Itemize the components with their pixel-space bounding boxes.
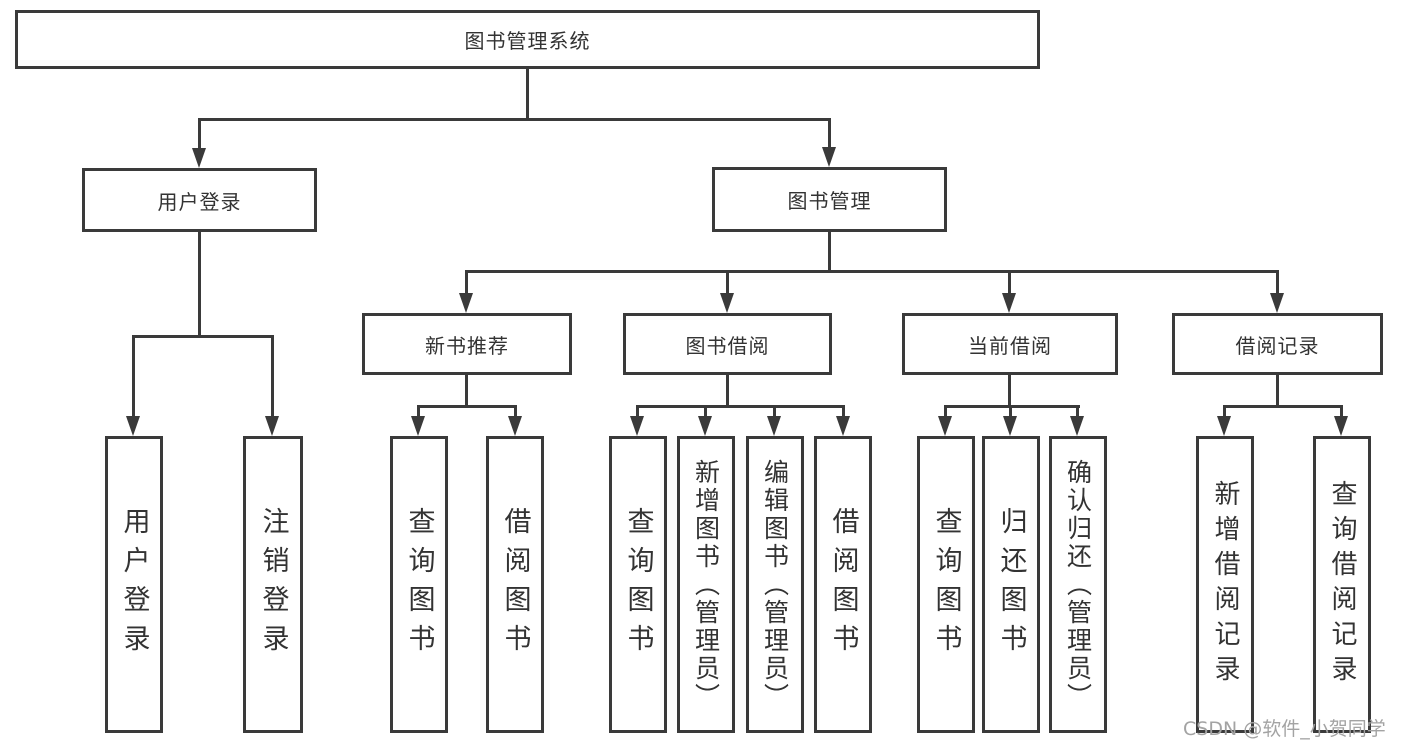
- leaf-logout: 注销登录: [243, 436, 303, 733]
- arrow-down-icon: [767, 416, 781, 436]
- connector-drop-leaf: [514, 405, 517, 418]
- connector-root-stem: [526, 69, 529, 121]
- node-label: 新书推荐: [425, 333, 509, 358]
- leaf-add-books-admin: 新增图书（管理员）: [677, 436, 735, 733]
- node-label: 当前借阅: [968, 333, 1052, 358]
- arrow-down-icon: [1217, 416, 1231, 436]
- node-label: 借阅记录: [1235, 333, 1320, 358]
- connector-drop-leaf: [704, 405, 707, 418]
- arrow-down-icon: [1003, 416, 1017, 436]
- leaf-borrow-books: 借阅图书: [486, 436, 544, 733]
- node-user-login: 用户登录: [82, 168, 317, 232]
- connector-drop-logout-leaf: [271, 335, 274, 418]
- connector-drop-leaf: [773, 405, 776, 418]
- arrow-down-icon: [411, 416, 425, 436]
- node-library-management-system: 图书管理系统: [15, 10, 1040, 69]
- connector-user-login-bar: [132, 335, 274, 338]
- connector-book-borrow-stem: [726, 375, 729, 408]
- leaf-borrow-books: 借阅图书: [814, 436, 872, 733]
- connector-book-borrow-bar: [636, 405, 845, 408]
- leaf-label: 查询图书: [403, 506, 435, 663]
- connector-drop-user-login: [198, 118, 201, 151]
- arrow-down-icon: [698, 416, 712, 436]
- connector-drop-leaf: [1223, 405, 1226, 418]
- connector-book-management-stem: [828, 232, 831, 273]
- connector-drop-book-borrow: [726, 270, 729, 295]
- leaf-label: 查询图书: [930, 506, 962, 663]
- connector-drop-leaf: [944, 405, 947, 418]
- arrow-down-icon: [720, 293, 734, 313]
- leaf-label: 新增图书（管理员）: [691, 458, 721, 711]
- leaf-query-books: 查询图书: [390, 436, 448, 733]
- arrow-down-icon: [630, 416, 644, 436]
- leaf-label: 用户登录: [118, 506, 150, 663]
- connector-drop-new-book: [465, 270, 468, 295]
- arrow-down-icon: [192, 148, 206, 168]
- leaf-query-borrow-record: 查询借阅记录: [1313, 436, 1371, 733]
- watermark: CSDN @软件_小贺同学: [1183, 718, 1386, 740]
- connector-current-borrow-stem: [1008, 375, 1011, 408]
- leaf-label: 确认归还（管理员）: [1063, 458, 1093, 711]
- leaf-label: 新增借阅记录: [1210, 479, 1240, 690]
- arrow-down-icon: [1270, 293, 1284, 313]
- connector-drop-current-borrow: [1008, 270, 1011, 295]
- node-new-book-recommend: 新书推荐: [362, 313, 572, 375]
- connector-new-book-bar: [417, 405, 517, 408]
- leaf-user-login: 用户登录: [105, 436, 163, 733]
- arrow-down-icon: [836, 416, 850, 436]
- node-borrow-record: 借阅记录: [1172, 313, 1383, 375]
- arrow-down-icon: [459, 293, 473, 313]
- leaf-label: 编辑图书（管理员）: [760, 458, 790, 711]
- connector-drop-book-management: [828, 118, 831, 150]
- connector-drop-leaf: [636, 405, 639, 418]
- node-label: 图书管理: [787, 189, 872, 213]
- connector-drop-leaf: [417, 405, 420, 418]
- connector-level3-bar: [466, 270, 1279, 273]
- arrow-down-icon: [1334, 416, 1348, 436]
- leaf-label: 注销登录: [257, 506, 289, 663]
- leaf-confirm-return-admin: 确认归还（管理员）: [1049, 436, 1107, 733]
- connector-borrow-record-bar: [1223, 405, 1343, 408]
- connector-drop-leaf: [1340, 405, 1343, 418]
- leaf-add-borrow-record: 新增借阅记录: [1196, 436, 1254, 733]
- arrow-down-icon: [938, 416, 952, 436]
- leaf-label: 借阅图书: [499, 506, 531, 663]
- connector-new-book-stem: [465, 375, 468, 408]
- connector-drop-leaf: [1009, 405, 1012, 418]
- leaf-label: 归还图书: [995, 506, 1027, 663]
- node-label: 图书借阅: [685, 333, 770, 358]
- leaf-query-books: 查询图书: [609, 436, 667, 733]
- leaf-query-books: 查询图书: [917, 436, 975, 733]
- node-label: 图书管理系统: [464, 29, 591, 53]
- arrow-down-icon: [822, 147, 836, 167]
- connector-level2-bar: [198, 118, 830, 121]
- arrow-down-icon: [508, 416, 522, 436]
- arrow-down-icon: [126, 416, 140, 436]
- arrow-down-icon: [1002, 293, 1016, 313]
- node-book-borrow: 图书借阅: [623, 313, 832, 375]
- leaf-edit-books-admin: 编辑图书（管理员）: [746, 436, 804, 733]
- connector-drop-leaf: [1076, 405, 1079, 418]
- connector-user-login-stem: [198, 232, 201, 338]
- connector-drop-borrow-record: [1276, 270, 1279, 295]
- node-book-management: 图书管理: [712, 167, 947, 232]
- connector-drop-login-leaf: [132, 335, 135, 418]
- leaf-label: 查询图书: [622, 506, 654, 663]
- arrow-down-icon: [1070, 416, 1084, 436]
- node-label: 用户登录: [157, 189, 242, 214]
- leaf-label: 查询借阅记录: [1327, 479, 1357, 690]
- leaf-label: 借阅图书: [827, 506, 859, 663]
- node-current-borrow: 当前借阅: [902, 313, 1118, 375]
- leaf-return-books: 归还图书: [982, 436, 1040, 733]
- arrow-down-icon: [265, 416, 279, 436]
- connector-current-borrow-bar: [944, 405, 1080, 408]
- connector-drop-leaf: [842, 405, 845, 418]
- connector-borrow-record-stem: [1276, 375, 1279, 408]
